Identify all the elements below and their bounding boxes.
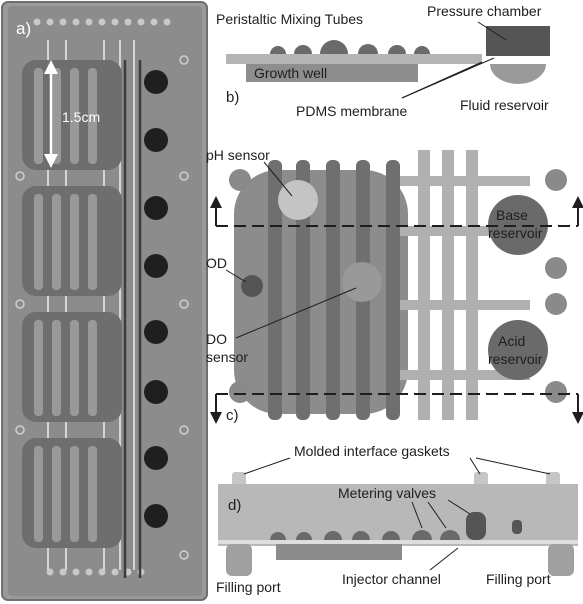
metering-valves xyxy=(270,512,522,540)
do-sensor-spot xyxy=(342,262,382,302)
photo-growth-unit-4 xyxy=(22,438,168,548)
pointer-valve-3 xyxy=(447,499,471,515)
section-bottom-left-arrow xyxy=(210,412,222,424)
label-ph-sensor: pH sensor xyxy=(206,147,270,163)
label-filling-port-left: Filling port xyxy=(216,579,281,595)
label-molded-gaskets: Molded interface gaskets xyxy=(294,443,450,459)
photo-side-ports xyxy=(15,55,189,560)
label-growth-well: Growth well xyxy=(254,65,327,81)
photo-dark-channels xyxy=(123,60,142,578)
filling-port-right xyxy=(548,544,574,576)
label-base-line-2: reservoir xyxy=(488,225,543,241)
pointer-injector xyxy=(429,547,459,571)
label-injector-channel: Injector channel xyxy=(342,571,441,587)
pointer-valve-2 xyxy=(427,501,447,529)
photo-growth-unit-2 xyxy=(22,186,168,296)
label-do-line-2: sensor xyxy=(206,349,248,365)
pointer-od xyxy=(225,269,247,283)
fluid-reservoir xyxy=(490,64,546,84)
label-base-line-1: Base xyxy=(496,207,528,223)
pointer-gasket-right xyxy=(475,457,551,475)
label-peristaltic-mixing: Peristaltic Mixing Tubes xyxy=(216,11,363,27)
ph-sensor-spot xyxy=(278,180,318,220)
label-fluid-reservoir: Fluid reservoir xyxy=(460,97,549,113)
panel-b-letter: b) xyxy=(226,89,239,106)
label-metering-valves: Metering valves xyxy=(338,485,436,501)
interface-gaskets xyxy=(232,472,560,486)
pointer-valve-1 xyxy=(411,501,423,529)
pointer-do xyxy=(235,287,357,339)
mixing-tubes xyxy=(270,40,430,54)
panel-c-ports xyxy=(229,169,567,403)
pointer-ph xyxy=(263,161,293,197)
panel-d-cross-section: Molded interface gaskets Metering valves… xyxy=(212,443,582,602)
pressure-chamber xyxy=(486,26,550,56)
injector-channel xyxy=(276,544,402,560)
photo-growth-unit-1 xyxy=(22,60,168,170)
pointer-pressure xyxy=(477,21,507,41)
pointer-pdms-2 xyxy=(401,57,495,99)
panel-a-letter: a) xyxy=(16,19,31,38)
panel-d-letter: d) xyxy=(228,497,241,514)
panel-b-cross-section: Peristaltic Mixing Tubes Pressure chambe… xyxy=(212,2,582,120)
label-acid-line-1: Acid xyxy=(498,333,525,349)
scale-label: 1.5cm xyxy=(62,109,100,125)
label-do-line-1: DO xyxy=(206,331,227,347)
label-pdms-membrane: PDMS membrane xyxy=(296,103,407,119)
scale-bar-top-arrow xyxy=(44,60,58,74)
panel-c-letter: c) xyxy=(226,407,239,424)
acid-reservoir xyxy=(488,320,548,380)
membrane-line xyxy=(218,540,578,544)
base-reservoir xyxy=(488,195,548,255)
filling-port-left xyxy=(226,544,252,576)
section-top-left-arrow xyxy=(210,196,222,208)
growth-well xyxy=(246,64,418,82)
label-pressure-chamber: Pressure chamber xyxy=(427,3,542,19)
label-filling-port-right: Filling port xyxy=(486,571,551,587)
od-sensor-spot xyxy=(241,275,263,297)
label-acid-line-2: reservoir xyxy=(488,351,543,367)
panel-a-photo: 1.5cm a) xyxy=(1,1,208,601)
section-bottom-right-arrow xyxy=(572,412,583,424)
panel-c-light-channels xyxy=(400,150,530,420)
label-od: OD xyxy=(206,255,227,271)
photo-top-ports xyxy=(33,18,171,26)
photo-growth-unit-3 xyxy=(22,312,168,422)
pointer-gasket-mid xyxy=(469,457,481,475)
pointer-gasket-left xyxy=(243,457,291,475)
section-top-right-arrow xyxy=(572,196,583,208)
scale-bar-bottom-arrow xyxy=(44,154,58,168)
panel-c-top-view: pH sensor OD DO sensor Base reservoir Ac… xyxy=(206,124,583,442)
pdms-membrane-layer xyxy=(226,54,482,64)
